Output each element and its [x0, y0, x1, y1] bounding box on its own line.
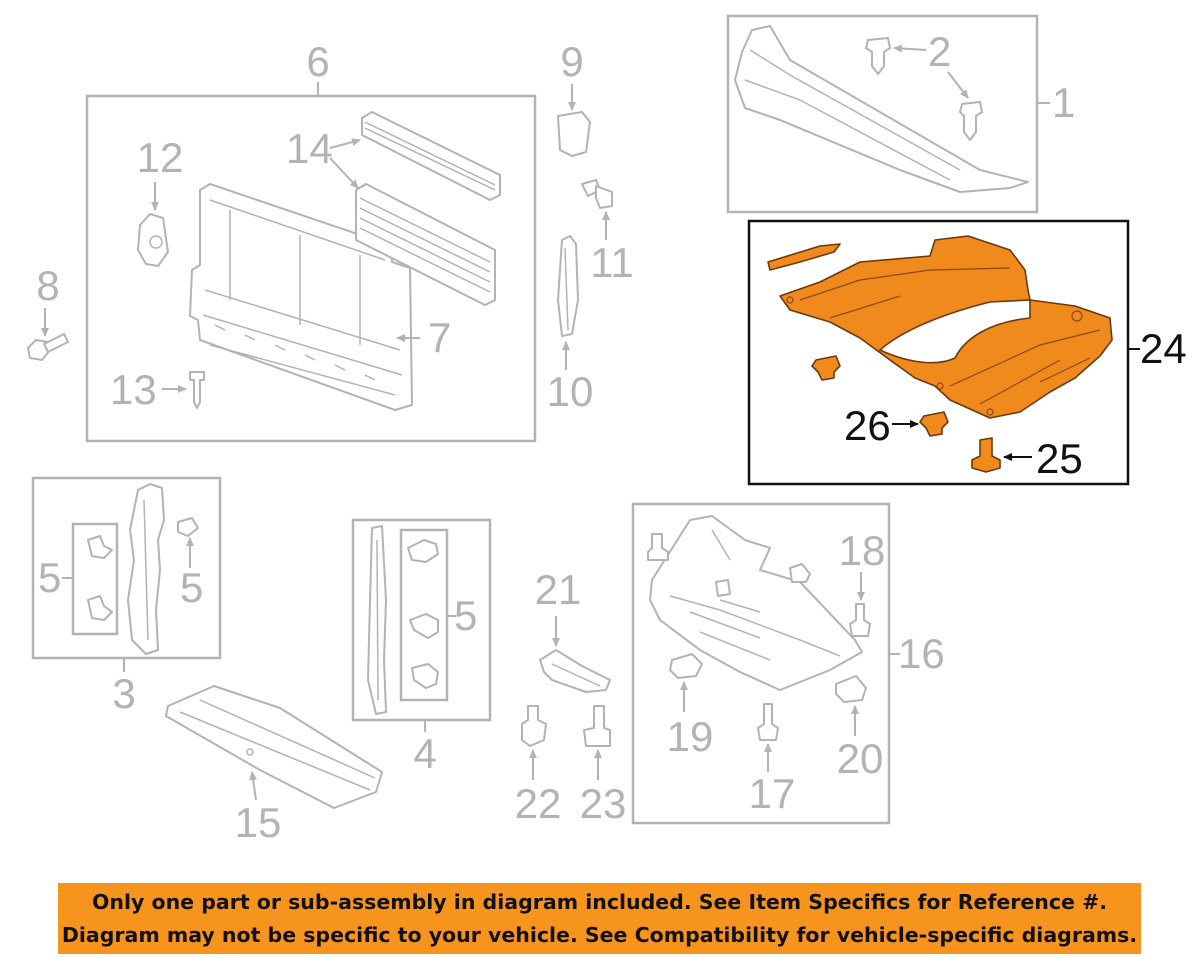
callout-25[interactable]: 25: [1036, 435, 1083, 482]
parts-diagram: 6 7 14 12 13 8 9: [27, 14, 1187, 846]
callout-10[interactable]: 10: [547, 368, 594, 415]
bracket-part-10[interactable]: 10: [547, 235, 594, 415]
callout-9[interactable]: 9: [560, 38, 583, 85]
shutter-blades-part-14[interactable]: 14: [286, 111, 501, 306]
bolt-part-18[interactable]: 18: [839, 527, 886, 637]
callout-23[interactable]: 23: [580, 780, 627, 827]
callout-7[interactable]: 7: [428, 314, 451, 361]
callout-15[interactable]: 15: [235, 799, 282, 846]
assembly-box-16: 16: [631, 502, 945, 825]
clip-part-23[interactable]: 23: [580, 705, 627, 827]
callout-1[interactable]: 1: [1052, 79, 1075, 126]
bolt-part-17[interactable]: 17: [749, 703, 796, 817]
callout-11[interactable]: 11: [590, 239, 634, 286]
cover-part-15[interactable]: 15: [165, 685, 383, 846]
callout-4[interactable]: 4: [413, 730, 436, 777]
disclaimer-line-2: Diagram may not be specific to your vehi…: [61, 922, 1138, 947]
clip-part-9[interactable]: 9: [557, 38, 591, 157]
callout-16[interactable]: 16: [898, 630, 945, 677]
callout-5c[interactable]: 5: [454, 592, 477, 639]
disclaimer-banner: Only one part or sub-assembly in diagram…: [58, 883, 1141, 954]
callout-24[interactable]: 24: [1140, 325, 1187, 372]
bolt-part-8[interactable]: 8: [27, 262, 69, 361]
callout-20[interactable]: 20: [837, 735, 884, 782]
stud-part-22[interactable]: 22: [515, 705, 562, 827]
callout-18[interactable]: 18: [839, 527, 886, 574]
screw-part-13[interactable]: 13: [110, 366, 205, 413]
callout-2[interactable]: 2: [928, 28, 951, 75]
callout-5b[interactable]: 5: [180, 564, 203, 611]
clip-part-19[interactable]: 19: [667, 653, 714, 760]
clip-part-20[interactable]: 20: [835, 675, 884, 782]
callout-14[interactable]: 14: [286, 125, 333, 172]
callout-12[interactable]: 12: [137, 134, 184, 181]
callout-6[interactable]: 6: [306, 38, 329, 85]
clip-part-2[interactable]: 2: [865, 28, 983, 141]
assembly-box-4: 4 5: [351, 518, 492, 777]
bracket-part-21[interactable]: 21: [535, 566, 611, 693]
shield-part-1[interactable]: [734, 25, 1029, 193]
assembly-box-6: 6: [85, 38, 537, 443]
callout-5a[interactable]: 5: [38, 554, 61, 601]
bracket-part-12[interactable]: 12: [137, 134, 184, 267]
callout-22[interactable]: 22: [515, 780, 562, 827]
assembly-box-3: 3 5 5: [31, 476, 222, 717]
duct-part-3[interactable]: [87, 483, 199, 655]
callout-3[interactable]: 3: [112, 670, 135, 717]
callout-17[interactable]: 17: [749, 770, 796, 817]
callout-19[interactable]: 19: [667, 713, 714, 760]
callout-21[interactable]: 21: [535, 566, 582, 613]
under-cover-part-16[interactable]: [647, 515, 863, 691]
assembly-box-1: 1: [726, 14, 1075, 214]
bolt-part-25[interactable]: 25: [971, 435, 1083, 482]
disclaimer-line-1: Only one part or sub-assembly in diagram…: [91, 889, 1108, 914]
clip-part-26[interactable]: 26: [811, 355, 949, 449]
callout-26[interactable]: 26: [844, 402, 891, 449]
callout-13[interactable]: 13: [110, 366, 157, 413]
assembly-box-24: 24: [747, 219, 1187, 486]
seal-part-4[interactable]: [367, 525, 439, 715]
callout-8[interactable]: 8: [36, 262, 59, 309]
bolt-part-11[interactable]: 11: [581, 179, 634, 286]
splash-shield-part-24[interactable]: [767, 235, 1113, 419]
